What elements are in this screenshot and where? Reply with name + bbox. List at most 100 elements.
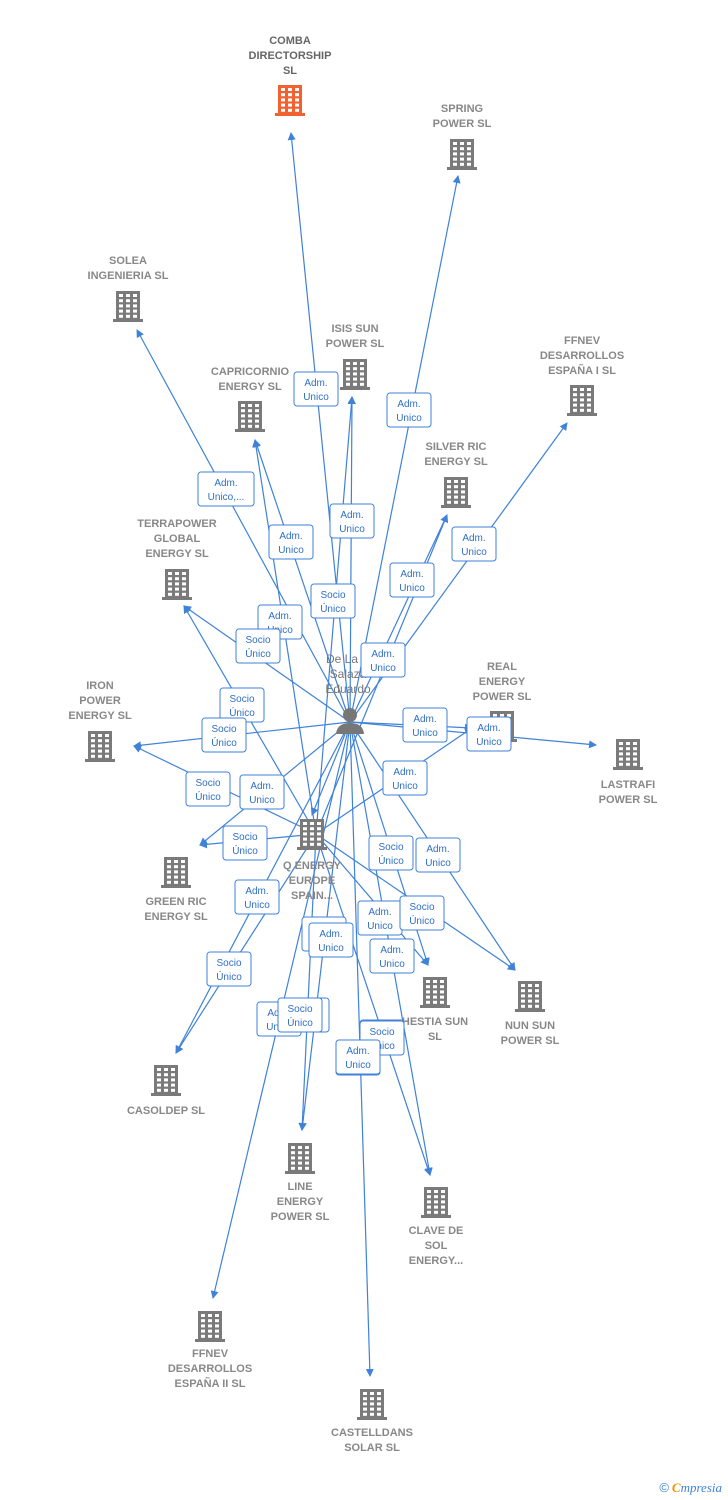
relation-badge[interactable]: Adm.Unico xyxy=(268,524,314,560)
company-node-clave[interactable]: CLAVE DESOLENERGY... xyxy=(409,1187,464,1267)
relation-badge-text: Unico xyxy=(399,583,425,594)
building-icon[interactable] xyxy=(85,731,115,762)
relation-badge[interactable]: Adm.Unico xyxy=(415,837,461,873)
brand-logo-text: mpresia xyxy=(680,1480,722,1495)
relation-badge[interactable]: Adm.Unico xyxy=(234,879,280,915)
building-icon[interactable] xyxy=(161,857,191,888)
relation-badge-text: Único xyxy=(211,736,237,749)
relation-badge[interactable]: Adm.Unico xyxy=(239,774,285,810)
relation-badge-text: Unico xyxy=(303,392,329,403)
relation-badge-text: Adm. xyxy=(413,714,436,725)
brand-logo-initial: C xyxy=(671,1480,681,1495)
badges-layer: Adm.UnicoAdm.UnicoAdm.Unico,...Adm.Unico… xyxy=(185,371,512,1076)
edge-center-to-isis xyxy=(347,396,356,723)
relation-badge-text: Unico xyxy=(318,943,344,954)
relation-badge[interactable]: Adm.Unico xyxy=(329,503,375,539)
company-node-casoldep[interactable]: CASOLDEP SL xyxy=(127,1065,205,1117)
company-node-qenergy[interactable]: Q ENERGYEUROPESPAIN... xyxy=(283,819,342,902)
relation-badge-text: Adm. xyxy=(304,378,327,389)
company-name-line: EUROPE xyxy=(289,875,335,887)
relation-badge[interactable]: Adm.Unico xyxy=(466,716,512,752)
relation-badge-text: Adm. xyxy=(368,907,391,918)
relation-badge[interactable]: Adm.Unico xyxy=(335,1039,381,1075)
relation-badge-text: Unico xyxy=(370,663,396,674)
building-icon[interactable] xyxy=(151,1065,181,1096)
relation-badge[interactable]: Adm.Unico xyxy=(360,642,406,678)
building-icon[interactable] xyxy=(285,1143,315,1174)
building-icon[interactable] xyxy=(357,1389,387,1420)
company-name-line: FFNEV xyxy=(564,335,601,347)
relation-badge[interactable]: Adm. Unico xyxy=(293,371,339,407)
person-name-line: Eduardo xyxy=(325,682,371,696)
building-icon[interactable] xyxy=(447,139,477,170)
relation-badge[interactable]: Adm. Unico xyxy=(357,900,403,936)
building-icon[interactable] xyxy=(162,569,192,600)
relation-badge[interactable]: Adm.Unico xyxy=(382,760,428,796)
building-icon[interactable] xyxy=(275,85,305,116)
relation-badge-text: Unico xyxy=(367,921,393,932)
building-icon[interactable] xyxy=(340,359,370,390)
building-icon[interactable] xyxy=(420,977,450,1008)
relation-badge-text: Unico xyxy=(396,413,422,424)
relation-badge[interactable]: Adm.Unico xyxy=(402,707,448,743)
company-name-line: REAL xyxy=(487,661,517,673)
building-icon[interactable] xyxy=(613,739,643,770)
relation-badge-text: Unico xyxy=(278,545,304,556)
building-icon[interactable] xyxy=(567,385,597,416)
building-icon[interactable] xyxy=(441,477,471,508)
relation-badge-text: Adm. xyxy=(380,945,403,956)
building-icon[interactable] xyxy=(421,1187,451,1218)
relation-badge-text: Socio xyxy=(195,778,220,789)
relation-badge-text: Socio xyxy=(229,694,254,705)
company-name-line: CLAVE DE xyxy=(409,1225,464,1237)
person-icon xyxy=(336,708,364,734)
company-name-line: ENERGY xyxy=(277,1196,324,1208)
building-icon[interactable] xyxy=(113,291,143,322)
relation-badge[interactable]: Adm.Unico xyxy=(389,562,435,598)
building-icon[interactable] xyxy=(515,981,545,1012)
company-name-line: NUN SUN xyxy=(505,1020,555,1032)
relation-badge[interactable]: Adm.Unico xyxy=(308,922,354,958)
edge-center-to-terrapower xyxy=(183,605,351,723)
relation-badge[interactable]: Adm.Unico xyxy=(369,938,415,974)
relation-badge[interactable]: Adm.Unico xyxy=(386,392,432,428)
relation-badge[interactable]: Adm.Unico xyxy=(451,526,497,562)
relation-badge-text: Único xyxy=(216,970,242,983)
building-icon[interactable] xyxy=(235,401,265,432)
relation-badge-text: Unico xyxy=(249,795,275,806)
relation-badge-text: Único xyxy=(409,914,435,927)
building-icon[interactable] xyxy=(195,1311,225,1342)
building-icon[interactable] xyxy=(297,819,327,850)
footer-brand[interactable]: ©Cmpresia xyxy=(659,1480,722,1496)
relation-badge[interactable]: Adm.Unico,... xyxy=(197,471,255,507)
copyright-icon: © xyxy=(659,1480,669,1495)
